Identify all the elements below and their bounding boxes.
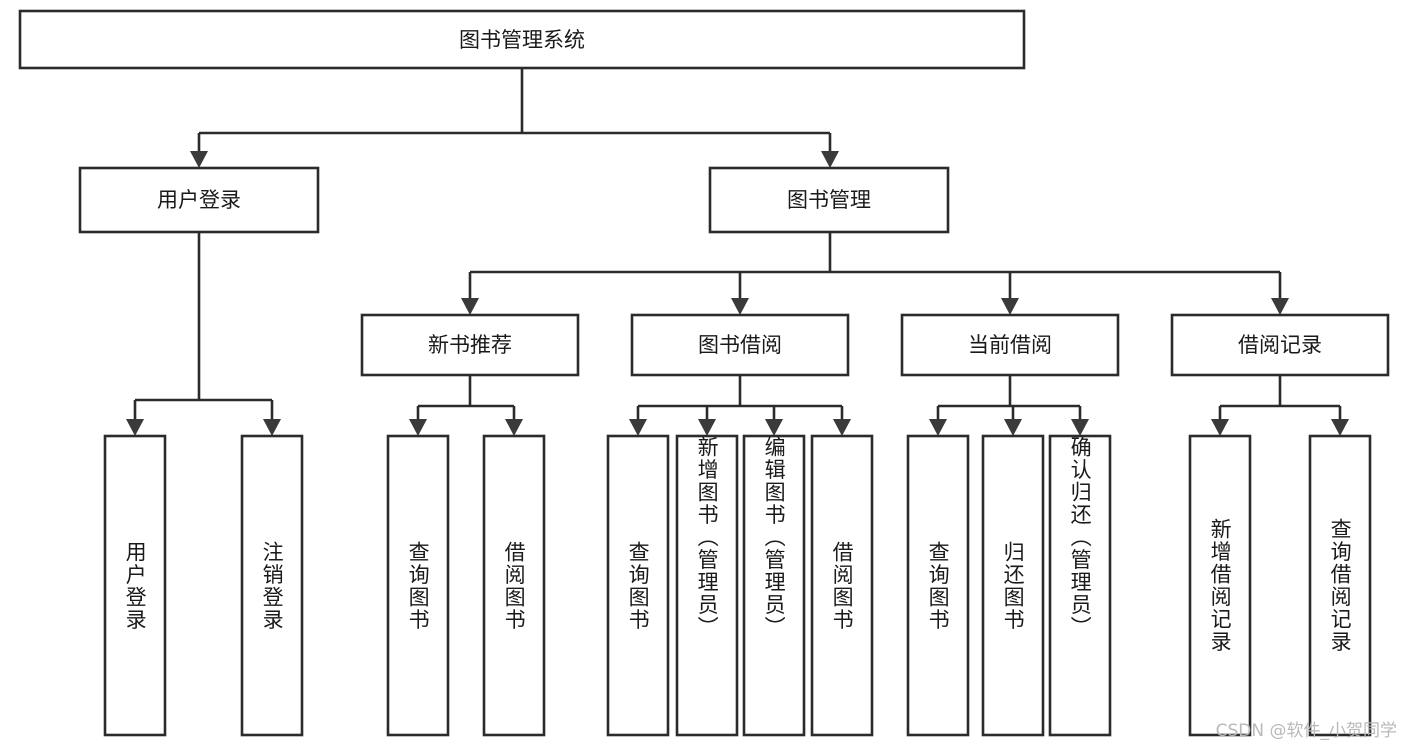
connector-book-management-to-level3 xyxy=(461,232,1289,315)
connector-borrow-record-to-leaves xyxy=(1211,375,1349,436)
connector-user-login-to-leaves xyxy=(126,232,281,436)
leaf-box-rec-query-record[interactable] xyxy=(1308,434,1372,737)
node-root-label: 图书管理系统 xyxy=(459,28,585,52)
leaf-box-user-logout[interactable] xyxy=(240,434,304,737)
connector-new-book-recommend-to-leaves xyxy=(409,375,523,436)
node-new-book-recommend[interactable]: 新书推荐 xyxy=(360,313,580,377)
leaf-box-user-login[interactable] xyxy=(103,434,167,737)
node-new-book-recommend-label: 新书推荐 xyxy=(428,333,512,357)
leaf-box-cur-return-book[interactable] xyxy=(981,434,1045,737)
leaf-box-borrow-add-book[interactable] xyxy=(675,434,739,737)
leaf-box-borrow-borrow-book[interactable] xyxy=(810,434,874,737)
node-root[interactable]: 图书管理系统 xyxy=(18,9,1026,70)
leaf-box-rec-query-book[interactable] xyxy=(386,434,450,737)
node-book-borrow-label: 图书借阅 xyxy=(698,333,782,357)
leaf-boxes xyxy=(103,434,1372,737)
leaf-box-cur-query-book[interactable] xyxy=(906,434,970,737)
node-book-management-label: 图书管理 xyxy=(787,188,871,212)
node-book-borrow[interactable]: 图书借阅 xyxy=(630,313,850,377)
node-user-login-label: 用户登录 xyxy=(157,188,241,212)
node-current-borrow-label: 当前借阅 xyxy=(968,333,1052,357)
node-borrow-record-label: 借阅记录 xyxy=(1238,333,1322,357)
connector-book-borrow-to-leaves xyxy=(629,375,851,436)
node-user-login[interactable]: 用户登录 xyxy=(78,166,320,234)
leaf-box-cur-confirm-return[interactable] xyxy=(1048,434,1112,737)
leaf-box-borrow-query-book[interactable] xyxy=(606,434,670,737)
connector-current-borrow-to-leaves xyxy=(929,375,1089,436)
connector-root-to-level2 xyxy=(190,68,839,168)
node-book-management[interactable]: 图书管理 xyxy=(708,166,950,234)
node-current-borrow[interactable]: 当前借阅 xyxy=(900,313,1120,377)
node-borrow-record[interactable]: 借阅记录 xyxy=(1170,313,1390,377)
leaf-box-rec-borrow-book[interactable] xyxy=(482,434,546,737)
leaf-box-rec-add-record[interactable] xyxy=(1188,434,1252,737)
csdn-watermark: CSDN @软件_小贺同学 xyxy=(1215,721,1397,741)
leaf-box-borrow-edit-book[interactable] xyxy=(742,434,806,737)
